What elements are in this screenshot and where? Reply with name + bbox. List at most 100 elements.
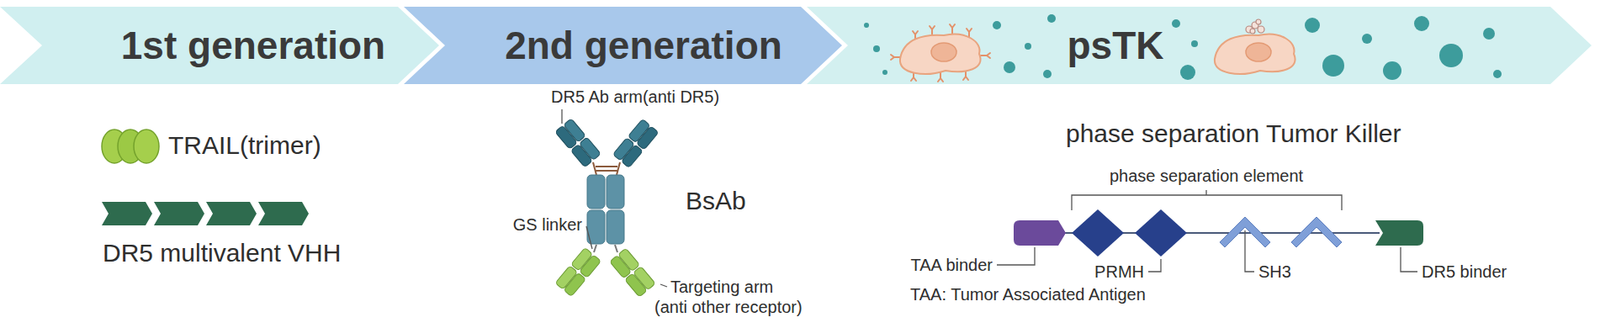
cell-body xyxy=(900,34,981,75)
droplet xyxy=(1043,69,1052,79)
sh3-domain xyxy=(1291,217,1342,248)
droplet xyxy=(1191,40,1198,48)
receptor-spikes xyxy=(890,24,991,82)
chevron-fill xyxy=(403,6,843,85)
droplet xyxy=(1024,42,1032,50)
disulfide-bond xyxy=(595,169,618,172)
vhh-domain xyxy=(101,201,153,226)
droplet xyxy=(1171,19,1181,28)
antibody-domain xyxy=(563,118,587,143)
antibody-domain xyxy=(578,137,601,161)
text-label: (anti other receptor) xyxy=(654,297,803,318)
linker-line xyxy=(593,244,597,253)
droplet xyxy=(1414,15,1430,32)
antibody-domain xyxy=(571,247,594,271)
text-label: BsAb xyxy=(685,186,747,217)
droplet xyxy=(1361,33,1373,44)
droplet xyxy=(863,22,869,28)
receptor xyxy=(980,52,991,59)
chevron-fill xyxy=(0,6,440,85)
fc-region xyxy=(587,174,625,244)
text-label: DR5 Ab arm(anti DR5) xyxy=(550,87,720,107)
receptor xyxy=(937,72,944,82)
prmh-diamond xyxy=(1134,209,1187,257)
vhh-domain xyxy=(258,201,309,226)
stage-title: 2nd generation xyxy=(504,24,783,68)
droplet xyxy=(1322,54,1345,77)
text-label: TRAIL(trimer) xyxy=(168,131,322,161)
chevron-fill xyxy=(806,6,1592,85)
stage-chevron: 2nd generation xyxy=(403,6,843,85)
dr5-binder-block xyxy=(1375,220,1424,246)
text-label: phase separation Tumor Killer xyxy=(1065,119,1402,149)
targeting-arm xyxy=(555,247,602,297)
hinge xyxy=(593,162,620,175)
bsab-icon xyxy=(555,118,659,298)
stage-title: psTK xyxy=(1067,24,1165,68)
pstk-construct xyxy=(1013,209,1424,257)
text-label: TAA binder xyxy=(911,255,993,276)
leader-line xyxy=(561,109,562,124)
dr5-fab-arm xyxy=(555,118,602,168)
antibody-domain xyxy=(620,144,643,169)
condensate-cluster xyxy=(1245,19,1265,34)
hinge-line xyxy=(593,162,597,175)
leader-line xyxy=(1245,230,1255,272)
disulfide-bond xyxy=(595,165,618,168)
condensate-droplet xyxy=(1257,26,1265,33)
leader-line xyxy=(1400,247,1418,272)
antibody-domain xyxy=(555,265,578,290)
vhh-domain xyxy=(206,201,257,226)
antibody-domain xyxy=(625,273,648,297)
linker-line xyxy=(614,244,618,253)
text-label: PRMH xyxy=(1094,262,1145,282)
bracket xyxy=(1071,190,1342,211)
text-label: GS linker xyxy=(513,215,583,235)
cell-nucleus xyxy=(931,42,957,62)
receptor xyxy=(890,54,901,60)
text-label: SH3 xyxy=(1258,262,1292,282)
text-label: Targeting arm xyxy=(670,277,774,297)
leader-line xyxy=(586,226,593,250)
antibody-domain xyxy=(609,254,632,279)
tumor-cell xyxy=(890,24,991,82)
leader-line xyxy=(1148,259,1161,272)
droplet xyxy=(1483,27,1495,40)
receptor xyxy=(949,24,955,34)
condensate-droplet xyxy=(1255,19,1261,25)
droplet-dots xyxy=(863,14,1502,80)
text-label: TAA: Tumor Associated Antigen xyxy=(910,285,1146,305)
leader-line xyxy=(996,247,1035,265)
droplet xyxy=(873,45,880,53)
leader-line xyxy=(660,284,668,287)
targeting-arm xyxy=(609,248,657,297)
trail-trimer-icon xyxy=(101,129,159,164)
vhh-domain xyxy=(153,201,205,226)
pstk-leaders xyxy=(996,190,1418,272)
hinge-line xyxy=(616,162,620,175)
text-label: phase separation element xyxy=(1109,166,1304,186)
droplet xyxy=(1047,14,1056,23)
droplet xyxy=(882,69,888,75)
prmh-diamond xyxy=(1071,209,1124,257)
cell-nucleus xyxy=(1245,42,1272,62)
droplet xyxy=(1180,64,1196,80)
tumor-cell xyxy=(1214,19,1296,75)
vhh-chain-icon xyxy=(101,201,309,226)
droplet xyxy=(992,21,1002,30)
receptor xyxy=(929,26,935,36)
antibody-domain xyxy=(606,174,625,209)
antibody-domain xyxy=(587,174,605,209)
trail-monomer xyxy=(133,129,159,164)
droplet xyxy=(1304,17,1320,33)
gs-linker xyxy=(593,244,618,253)
bsab-leaders xyxy=(561,109,668,287)
droplet xyxy=(1382,61,1402,80)
text-label: DR5 multivalent VHH xyxy=(102,238,341,269)
stage-title: 1st generation xyxy=(121,24,386,68)
dr5-fab-arm xyxy=(612,118,659,168)
antibody-domain xyxy=(606,210,625,244)
antibody-domain xyxy=(635,126,659,150)
condensate-droplet xyxy=(1250,28,1256,34)
droplet xyxy=(1493,69,1502,79)
